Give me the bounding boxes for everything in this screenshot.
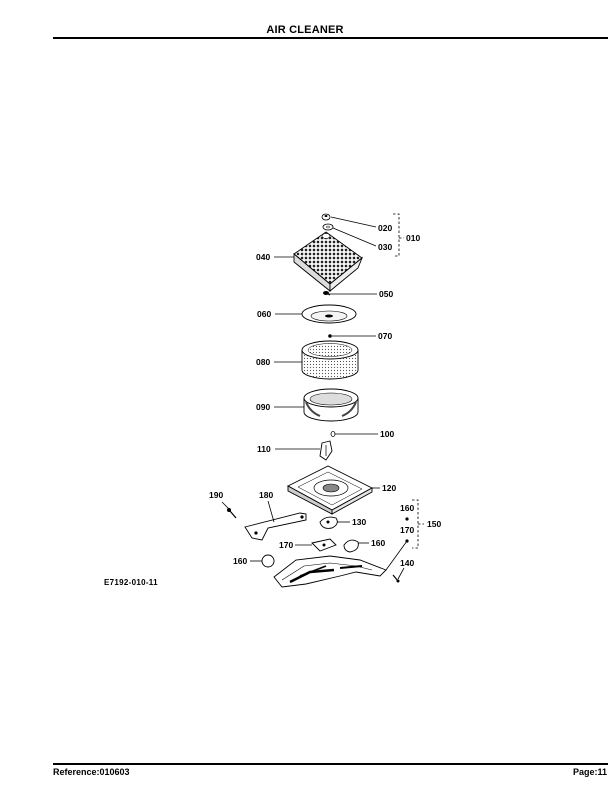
callout-030: 030 [378, 242, 392, 252]
callout-170-kit: 170 [400, 525, 414, 535]
part-020-wing-nut [321, 213, 331, 221]
part-060-plate [301, 304, 357, 324]
callout-150: 150 [427, 519, 441, 529]
callout-040: 040 [256, 252, 270, 262]
part-150-housing [273, 555, 387, 588]
callout-160-cap-left: 160 [233, 556, 247, 566]
callout-100: 100 [380, 429, 394, 439]
part-030-washer [322, 223, 334, 231]
header-rule [53, 37, 608, 39]
figure-code: E7192-010-11 [104, 578, 158, 587]
callout-140: 140 [400, 558, 414, 568]
page-title: AIR CLEANER [266, 24, 344, 36]
callout-090: 090 [256, 402, 270, 412]
callout-120: 120 [382, 483, 396, 493]
callouts: 020 030 010 040 050 060 070 080 090 100 … [209, 223, 441, 568]
callout-170-clip: 170 [279, 540, 293, 550]
callout-130: 130 [352, 517, 366, 527]
reference-label: Reference:010603 [53, 767, 130, 777]
part-050-screw [323, 291, 331, 296]
part-100-bolt [330, 431, 336, 437]
part-120-base [287, 465, 373, 515]
leader-lines [221, 216, 408, 580]
part-170-clip [311, 538, 337, 552]
footer-rule [53, 763, 608, 765]
part-040-cover [293, 231, 364, 292]
callout-050: 050 [379, 289, 393, 299]
callout-070: 070 [378, 331, 392, 341]
callout-160-cap: 160 [371, 538, 385, 548]
callout-020: 020 [378, 223, 392, 233]
part-190-bolt [227, 508, 237, 519]
part-130-knob [319, 516, 338, 529]
callout-180: 180 [259, 490, 273, 500]
part-070-gasket [328, 334, 332, 338]
part-160-cap-right [343, 539, 359, 553]
callout-110: 110 [257, 444, 271, 454]
group-brackets [393, 213, 424, 549]
part-180-lever [244, 512, 307, 541]
part-090-filter [303, 388, 359, 422]
part-080-element [301, 340, 359, 380]
part-160-cap-left [261, 554, 275, 568]
part-140-screw [392, 574, 400, 583]
page-number: Page:11 [572, 767, 607, 777]
callout-080: 080 [256, 357, 270, 367]
callout-160-kit: 160 [400, 503, 414, 513]
callout-010: 010 [406, 233, 420, 243]
part-110-bracket [319, 440, 333, 461]
callout-190: 190 [209, 490, 223, 500]
kit-dot-160 [405, 517, 409, 521]
callout-060: 060 [257, 309, 271, 319]
